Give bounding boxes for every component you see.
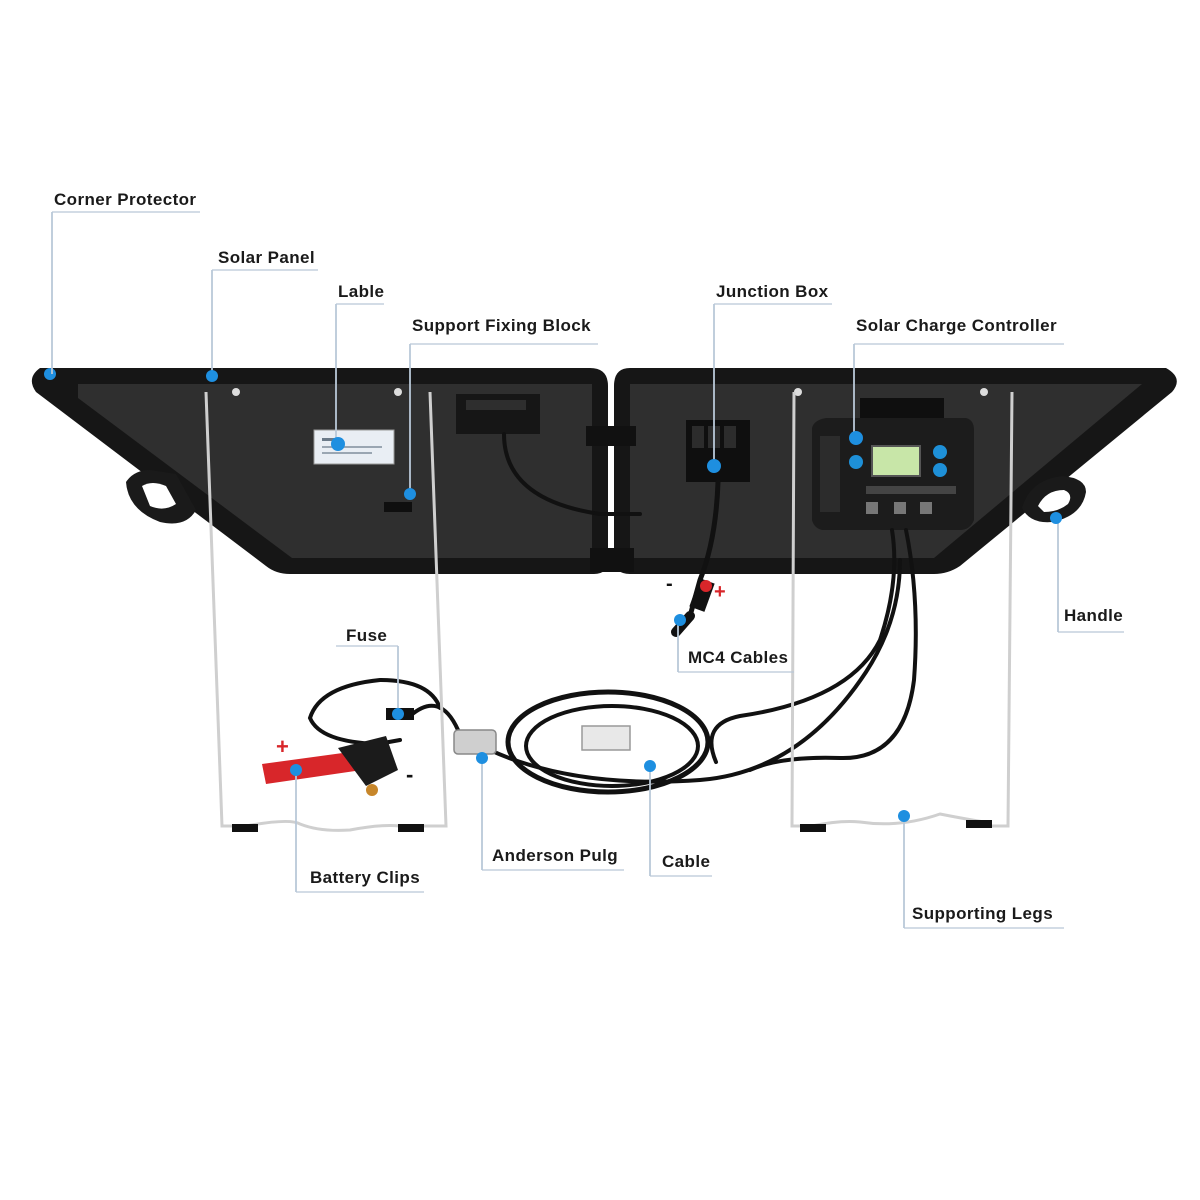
left-solar-panel [31,368,609,574]
mc4-minus-sign: - [666,573,673,595]
callout-corner-protector: Corner Protector [54,190,197,209]
solar-charge-controller [812,418,974,530]
callout-cable: Cable [662,852,711,871]
callout-support-fixing-block: Support Fixing Block [412,316,591,335]
callout-mc4-cables: MC4 Cables [688,648,789,667]
panel-hinge [586,426,636,572]
corner-protector-dot [44,368,56,380]
cables [307,432,918,795]
callout-lable: Lable [338,282,385,301]
leader-underlines [52,211,1124,929]
callout-solar-panel: Solar Panel [218,248,315,267]
battery-clips [262,736,398,796]
mc4-plus-sign: + [714,581,726,603]
leg-feet [232,820,992,832]
anderson-plug [453,725,631,755]
callout-dots [206,370,1062,822]
callout-fuse: Fuse [346,626,388,645]
battery-minus-sign: - [406,762,413,787]
callout-junction-box: Junction Box [716,282,829,301]
callout-battery-clips: Battery Clips [310,868,421,887]
callout-supporting-legs: Supporting Legs [912,904,1054,923]
controller-lcd-screen [871,445,921,477]
callout-anderson-pulg: Anderson Pulg [492,846,619,865]
callout-solar-charge-controller: Solar Charge Controller [856,316,1057,335]
support-fixing-block [384,502,412,512]
leader-lines [51,212,1059,928]
battery-plus-sign: + [276,734,289,759]
callout-handle: Handle [1064,606,1124,625]
mc4-connectors [689,578,715,612]
